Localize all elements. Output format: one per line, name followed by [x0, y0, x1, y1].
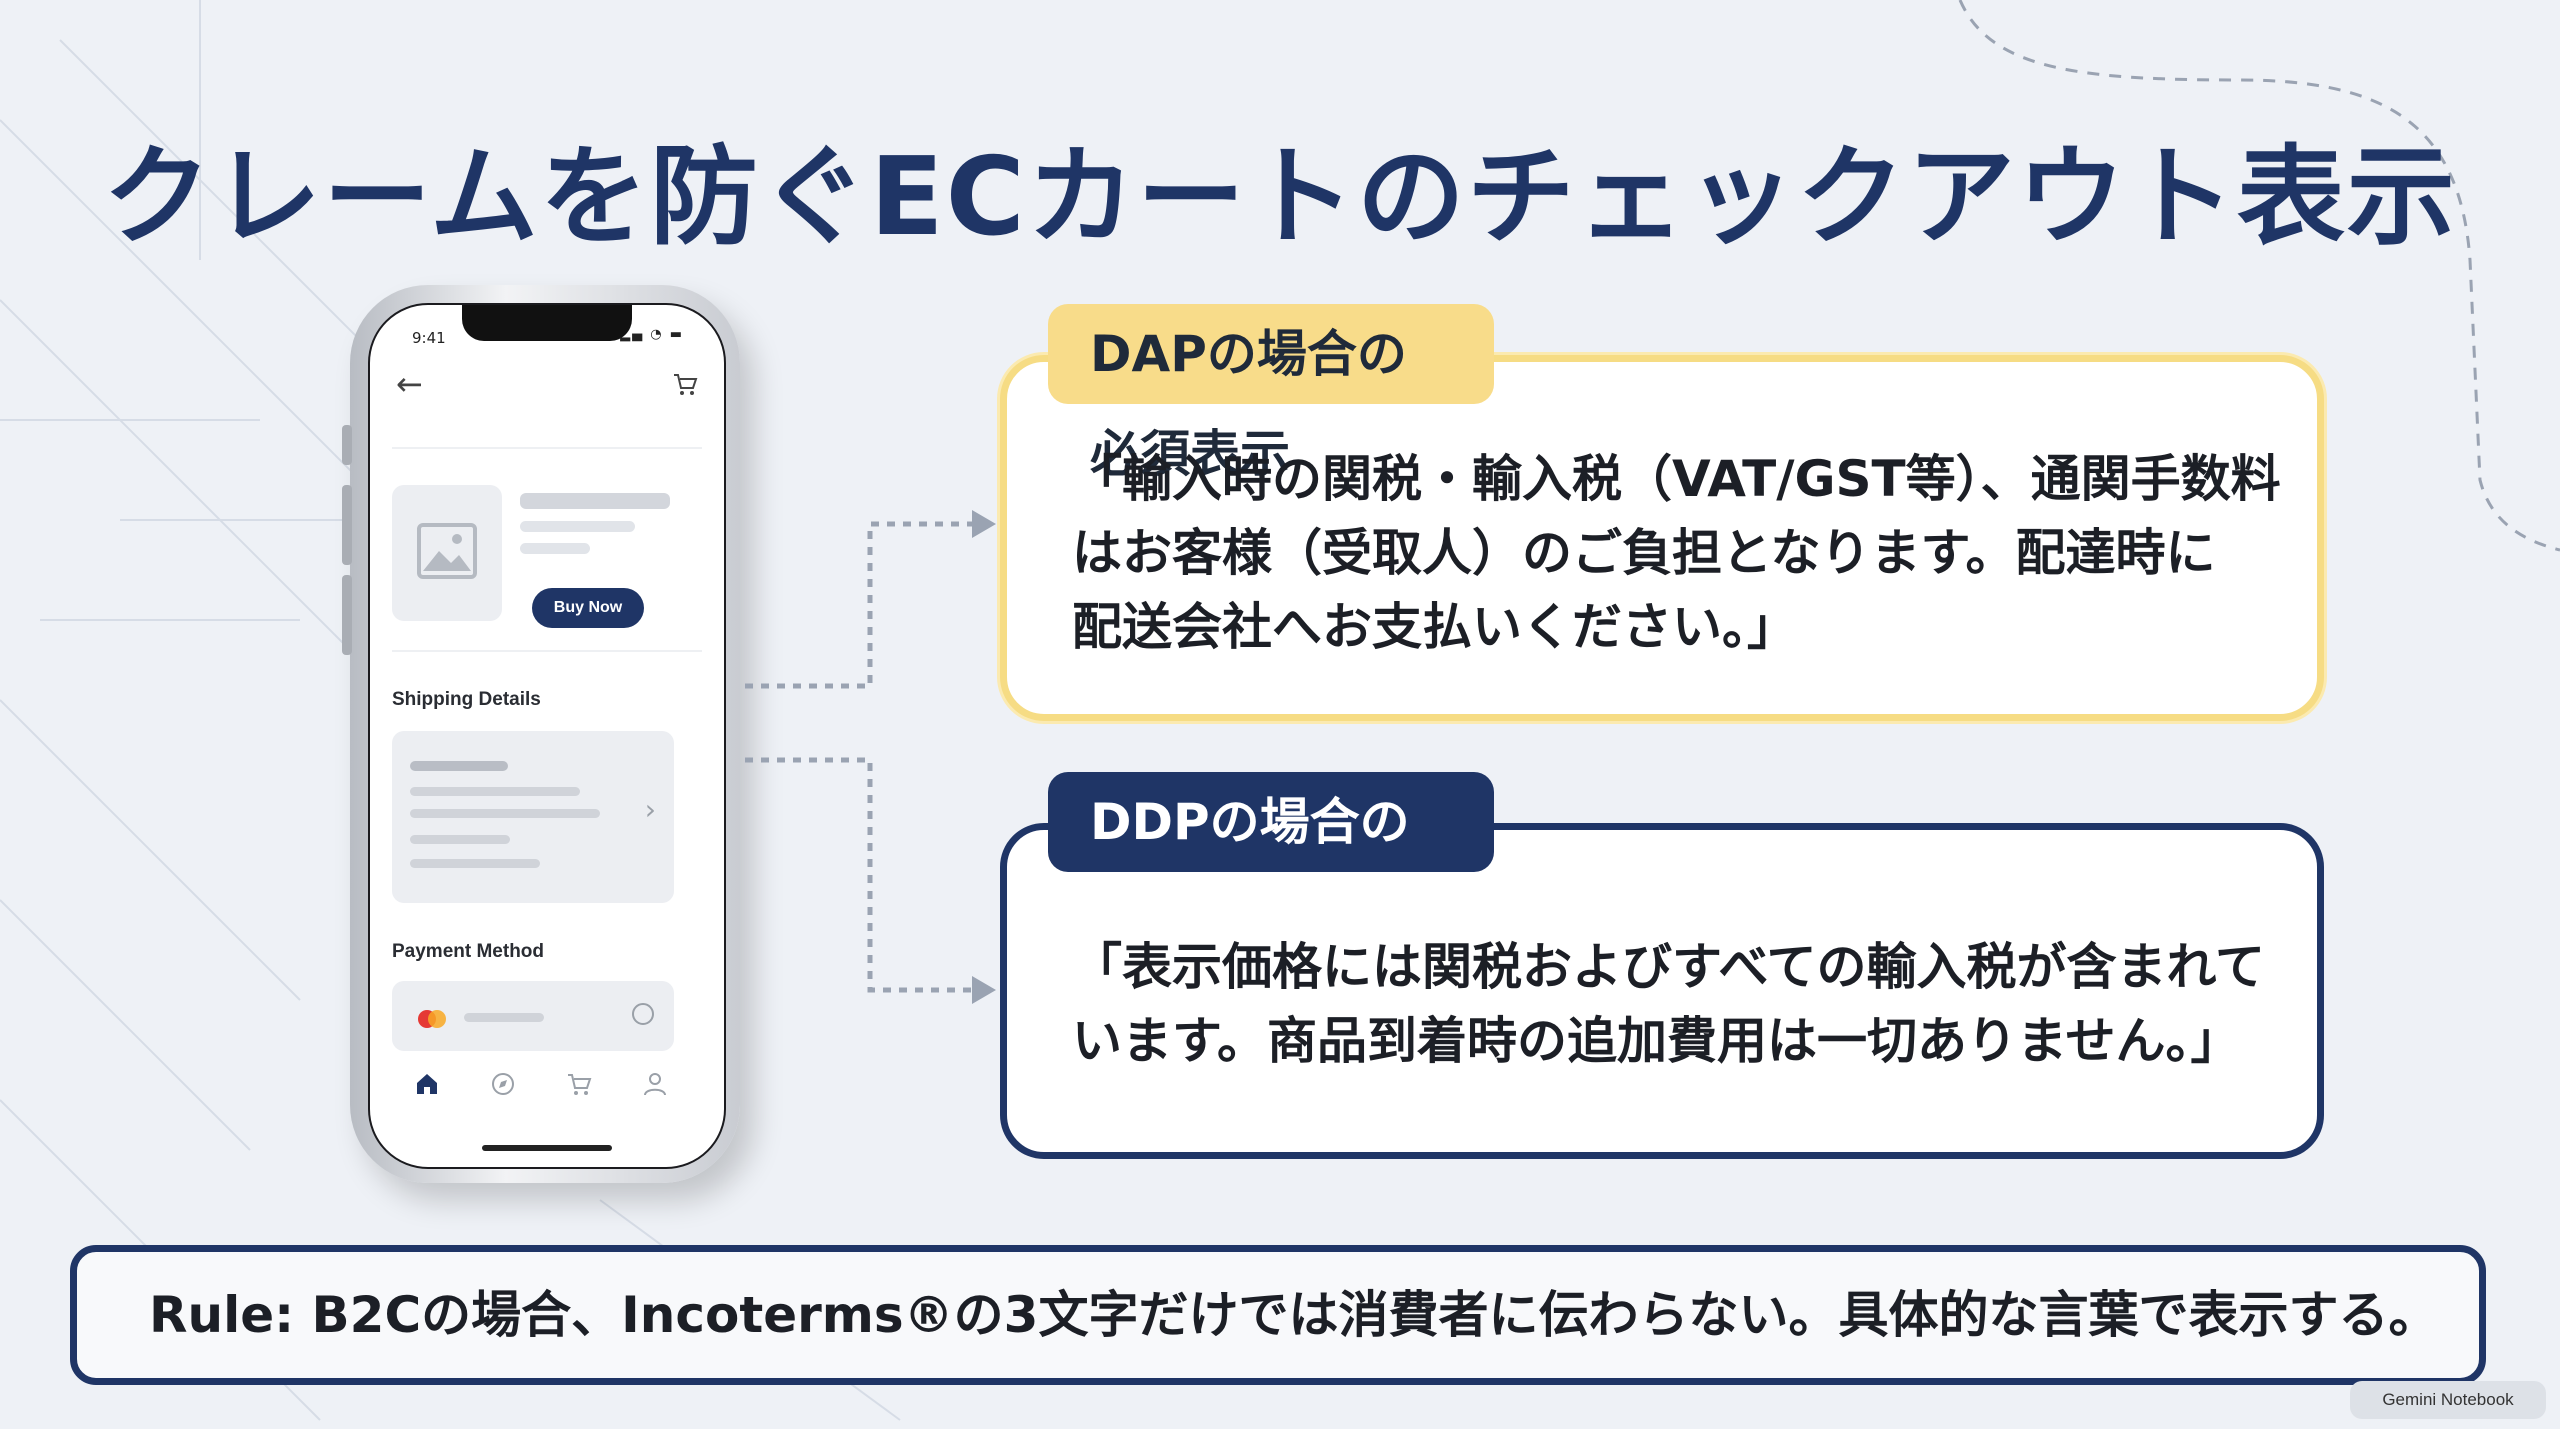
ddp-notice-line: 「表示価格には関税およびすべての輸入税が含まれて [1072, 938, 2265, 996]
dap-tag: DAPの場合の必須表示 [1048, 304, 1494, 483]
product-title-skeleton [520, 493, 670, 509]
divider [392, 447, 702, 449]
skeleton-line [410, 809, 600, 818]
shipping-details-label: Shipping Details [392, 689, 541, 710]
ddp-tag: DDPの場合の必須表示 [1048, 772, 1494, 951]
phone-mockup: 9:41 ▂▄ ◔ ▬ ← Buy Now Shipping Details ›… [342, 285, 740, 1183]
skeleton-line [410, 835, 510, 844]
home-indicator [482, 1145, 612, 1151]
chevron-right-icon: › [644, 793, 656, 826]
shipping-details-card[interactable]: › [392, 731, 674, 903]
page-title: クレームを防ぐECカートのチェックアウト表示 [103, 135, 2457, 260]
cart-icon[interactable] [672, 371, 698, 404]
phone-screen: 9:41 ▂▄ ◔ ▬ ← Buy Now Shipping Details ›… [368, 303, 726, 1169]
payment-method-card[interactable] [392, 981, 674, 1051]
ddp-notice-text: 「表示価格には関税およびすべての輸入税が含まれて います。商品到着時の追加費用は… [1072, 930, 2282, 1078]
dap-notice-line: 配送会社へお支払いください。」 [1072, 598, 1797, 656]
home-icon[interactable] [414, 1071, 440, 1104]
skeleton-line [410, 761, 508, 771]
watermark-badge: Gemini Notebook [2350, 1381, 2546, 1419]
ddp-notice-line: います。商品到着時の追加費用は一切ありません。」 [1072, 1012, 2241, 1070]
user-icon[interactable] [642, 1071, 668, 1104]
dap-notice-line: 「輸入時の関税・輸入税（VAT/GST等）、通関手数料 [1072, 450, 2281, 508]
phone-side-button [342, 485, 352, 565]
product-line-skeleton [520, 521, 635, 532]
skeleton-line [410, 787, 580, 796]
product-line-skeleton [520, 543, 590, 554]
divider [392, 650, 702, 652]
image-placeholder-icon [392, 485, 502, 621]
payment-method-label: Payment Method [392, 941, 545, 962]
dap-notice-line: はお客様（受取人）のご負担となります。配達時に [1072, 524, 2216, 582]
dap-notice-text: 「輸入時の関税・輸入税（VAT/GST等）、通関手数料 はお客様（受取人）のご負… [1072, 442, 2282, 664]
bottom-tab-bar [370, 1057, 724, 1127]
mastercard-icon [418, 1010, 446, 1028]
compass-icon[interactable] [490, 1071, 516, 1104]
phone-side-button [342, 575, 352, 655]
rule-banner: Rule: B2Cの場合、Incoterms®の3文字だけでは消費者に伝わらない… [70, 1245, 2486, 1385]
dap-notice-box [1000, 355, 2324, 721]
status-time: 9:41 [412, 329, 446, 347]
arrow-left-icon[interactable]: ← [396, 365, 423, 403]
buy-now-button[interactable]: Buy Now [532, 588, 644, 628]
status-icons: ▂▄ ◔ ▬ [620, 327, 684, 342]
skeleton-line [464, 1013, 544, 1022]
skeleton-line [410, 859, 540, 868]
ddp-notice-box [1000, 823, 2324, 1159]
cart-icon[interactable] [566, 1071, 592, 1104]
phone-notch [462, 305, 632, 341]
phone-side-button [342, 425, 352, 465]
radio-button[interactable] [632, 1003, 654, 1025]
